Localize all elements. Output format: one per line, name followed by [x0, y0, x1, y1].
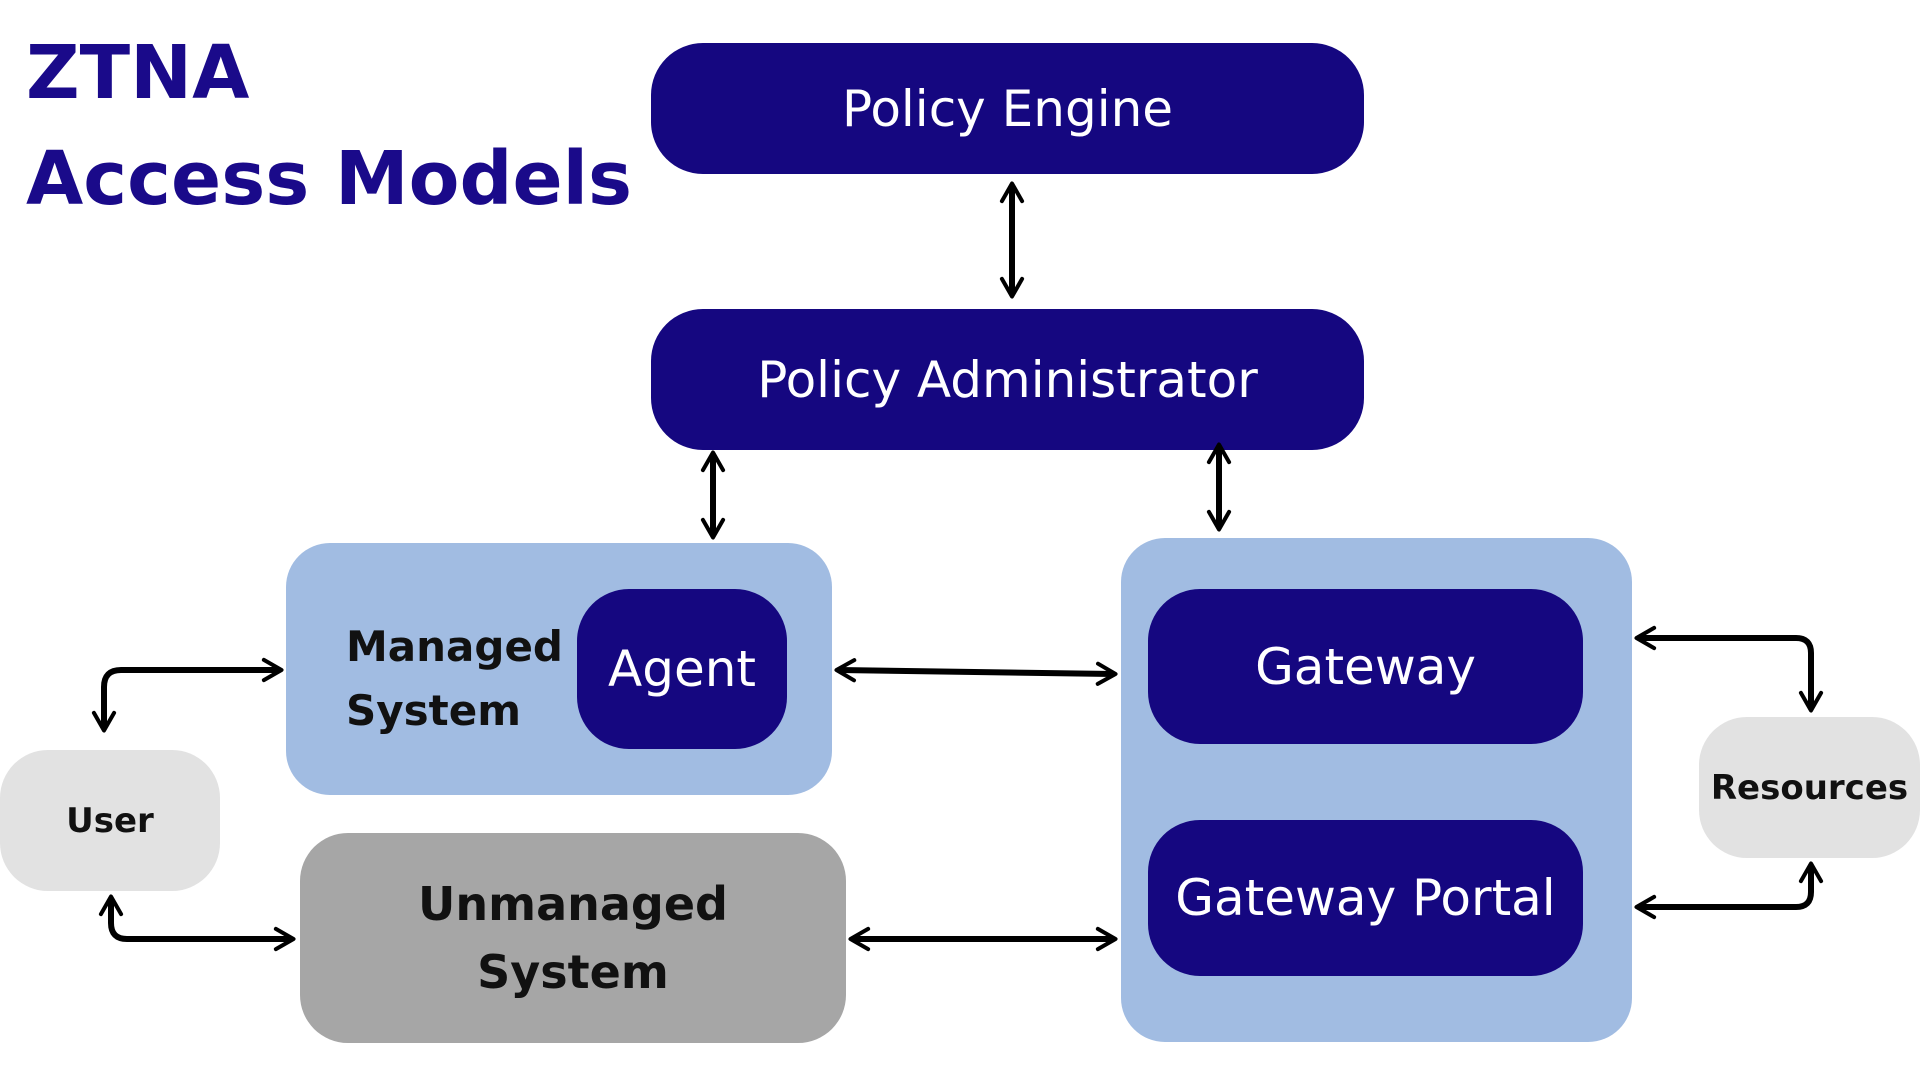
resources-label: Resources [1710, 767, 1909, 808]
user-managed-arrow [91, 657, 284, 733]
gateway-label: Gateway [1255, 637, 1476, 696]
gateway-portal-label: Gateway Portal [1175, 869, 1556, 927]
user-node: User [0, 750, 220, 891]
user-unmanaged-arrow [98, 894, 296, 952]
resources-node: Resources [1699, 717, 1920, 858]
title-line-2: Access Models [26, 136, 633, 222]
managed-gateway-arrow [834, 658, 1118, 686]
unmanaged-system-label-line-2: System [477, 945, 669, 999]
managed-system-label-line-2: System [346, 686, 521, 735]
policy-engine-node: Policy Engine [651, 43, 1364, 174]
diagram-title: ZTNA Access Models [26, 20, 632, 232]
unmanaged-system-node: Unmanaged System [300, 833, 846, 1043]
user-label: User [66, 800, 154, 841]
agent-label: Agent [608, 640, 756, 698]
unmanaged-system-label-line-1: Unmanaged [418, 877, 728, 931]
policy-administrator-label: Policy Administrator [757, 350, 1258, 409]
gateway-portal-node: Gateway Portal [1148, 820, 1583, 976]
title-line-1: ZTNA [26, 30, 250, 116]
managed-system-label-line-1: Managed [346, 622, 563, 671]
agent-node: Agent [577, 589, 787, 749]
policy-engine-label: Policy Engine [841, 79, 1174, 138]
gateway-resources-arrow-bottom [1634, 861, 1824, 920]
gateway-resources-arrow-top [1634, 625, 1824, 713]
policy-administrator-node: Policy Administrator [651, 309, 1364, 450]
gateway-node: Gateway [1148, 589, 1583, 744]
managed-system-label: Managed System [346, 615, 563, 743]
